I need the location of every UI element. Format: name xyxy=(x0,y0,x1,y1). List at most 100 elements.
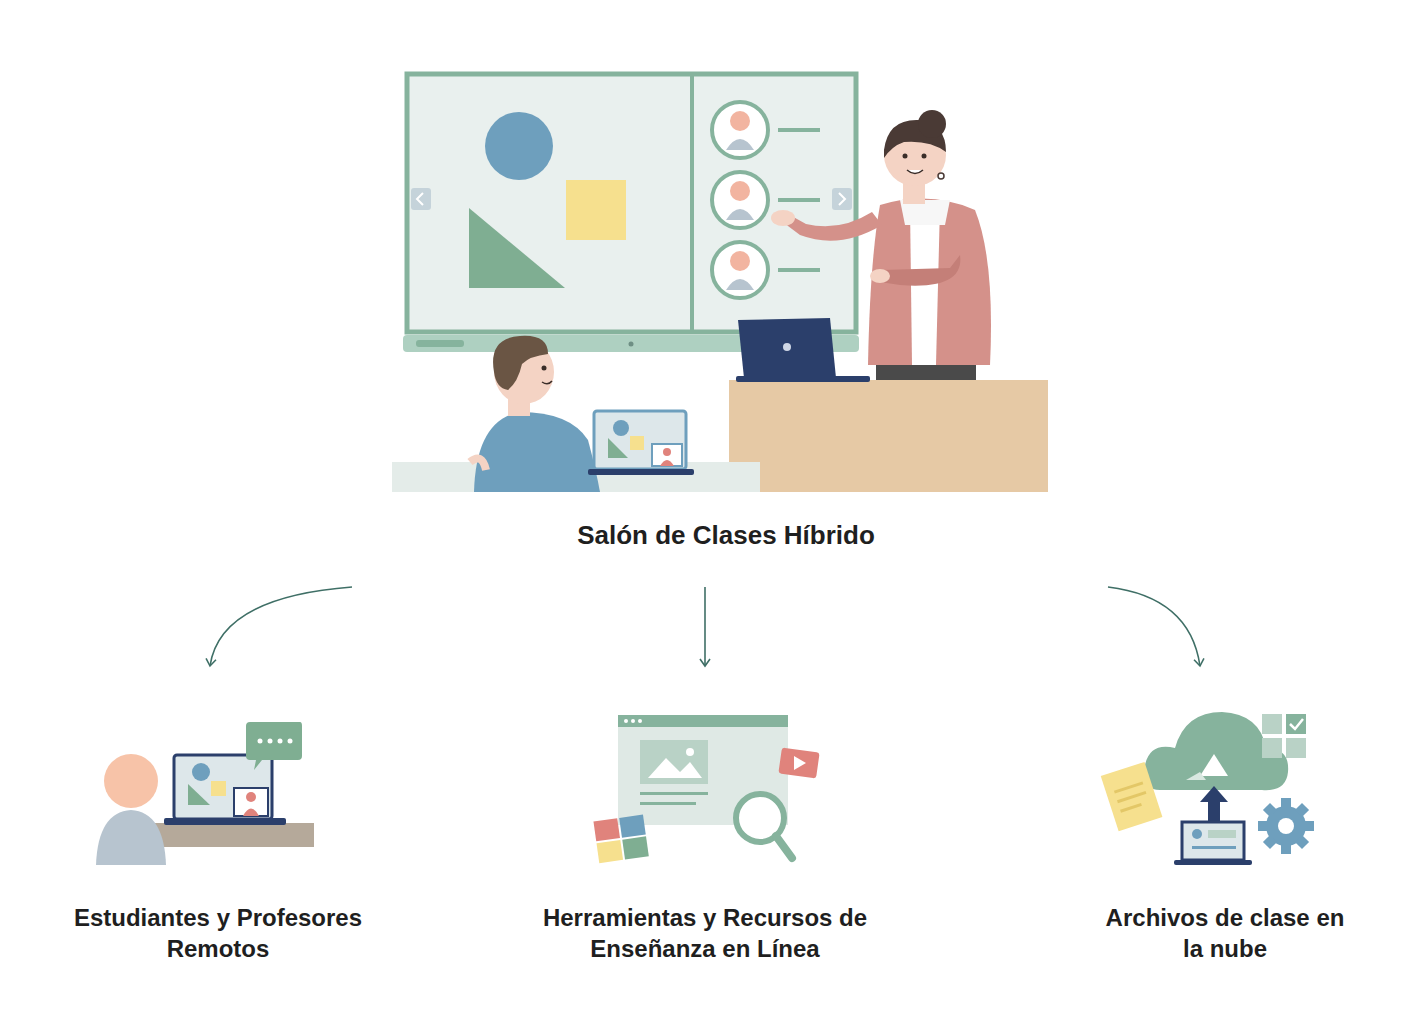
drawing-part xyxy=(778,747,819,778)
drawing-part xyxy=(622,836,649,859)
smart-board xyxy=(403,74,859,352)
drawing-part xyxy=(1286,738,1306,758)
drawing-part xyxy=(730,181,750,201)
drawing-part xyxy=(918,110,946,138)
drawing-part xyxy=(96,810,166,865)
drawing-part xyxy=(246,722,302,770)
drawing-part xyxy=(778,128,820,132)
drawing-part xyxy=(832,188,852,210)
node-label: Herramientas y Recursos de Enseñanza en … xyxy=(520,902,890,964)
drawing-part xyxy=(416,340,464,347)
drawing-part xyxy=(1101,762,1163,831)
drawing-part xyxy=(594,411,686,469)
drawing-part xyxy=(1174,860,1252,865)
drawing-part xyxy=(686,748,694,756)
drawing-part xyxy=(712,102,820,298)
drawing-part xyxy=(608,438,628,458)
drawing-part xyxy=(640,802,696,805)
connector-arrow xyxy=(210,587,352,666)
drawing-part xyxy=(870,269,890,283)
drawing-part xyxy=(469,208,565,288)
online-resources-icon xyxy=(593,715,819,863)
drawing-part xyxy=(1263,803,1277,817)
drawing-part xyxy=(104,754,158,808)
drawing-part xyxy=(618,715,788,727)
drawing-part xyxy=(726,279,754,290)
teacher-desk xyxy=(729,380,1048,492)
drawing-part xyxy=(640,740,708,784)
drawing-part xyxy=(663,448,671,456)
drawing-part xyxy=(903,154,908,159)
drawing-part xyxy=(638,719,642,723)
drawing-part xyxy=(778,198,820,202)
drawing-part xyxy=(726,209,754,220)
drawing-part xyxy=(1258,798,1314,854)
drawing-part xyxy=(1117,791,1146,803)
drawing-part xyxy=(652,444,682,466)
drawing-part xyxy=(268,739,273,744)
drawing-part xyxy=(1281,798,1291,808)
drawing-part xyxy=(738,318,836,378)
drawing-part xyxy=(1262,714,1282,734)
drawing-part xyxy=(1263,835,1277,849)
drawing-part xyxy=(243,809,259,817)
drawing-part xyxy=(640,792,708,795)
drawing-part xyxy=(1278,818,1294,834)
drawing-part xyxy=(1186,772,1206,780)
drawing-part xyxy=(778,268,820,272)
drawing-part xyxy=(1182,822,1244,860)
drawing-part xyxy=(1144,712,1288,790)
hub-node: Salón de Clases Híbrido xyxy=(340,515,1112,587)
branch-node: Herramientas y Recursos de Enseñanza en … xyxy=(520,668,890,964)
drawing-part xyxy=(288,739,293,744)
drawing-part xyxy=(597,840,624,863)
drawing-part xyxy=(631,719,635,723)
drawing-part xyxy=(1120,803,1142,813)
drawing-part xyxy=(726,139,754,150)
drawing-part xyxy=(234,788,268,816)
drawing-part xyxy=(593,818,620,841)
drawing-part xyxy=(1192,846,1236,849)
drawing-part xyxy=(192,763,210,781)
drawing-part xyxy=(417,193,423,205)
student-figure xyxy=(392,336,760,492)
drawing-part xyxy=(1290,719,1303,729)
branch-node: Estudiantes y Profesores Remotos xyxy=(70,668,366,964)
drawing-part xyxy=(542,366,547,371)
teacher-laptop xyxy=(736,318,870,382)
drawing-part xyxy=(794,756,806,770)
drawing-part xyxy=(629,342,634,347)
connector-arrow xyxy=(1108,587,1200,666)
drawing-part xyxy=(624,719,628,723)
drawing-part xyxy=(1286,714,1306,734)
drawing-part xyxy=(619,815,646,838)
drawing-part xyxy=(776,836,792,858)
student-laptop xyxy=(588,411,694,475)
drawing-part xyxy=(258,739,263,744)
drawing-part xyxy=(1101,762,1163,831)
remote-user-icon xyxy=(96,722,314,865)
drawing-part xyxy=(150,823,314,847)
drawing-part xyxy=(485,112,553,180)
drawing-part xyxy=(730,251,750,271)
drawing-part xyxy=(1208,800,1220,822)
drawing-part xyxy=(1262,738,1282,758)
drawing-part xyxy=(648,758,702,778)
node-label: Salón de Clases Híbrido xyxy=(516,519,936,553)
drawing-part xyxy=(493,336,548,390)
drawing-part xyxy=(593,815,648,864)
drawing-part xyxy=(771,210,795,226)
drawing-part xyxy=(922,154,927,159)
drawing-part xyxy=(880,255,960,286)
drawing-part xyxy=(164,818,286,825)
drawing-part xyxy=(712,102,768,158)
drawing-part xyxy=(1192,829,1202,839)
drawing-part xyxy=(211,781,226,796)
drawing-part xyxy=(690,74,694,332)
drawing-part xyxy=(246,792,256,802)
drawing-part xyxy=(470,458,486,470)
drawing-part xyxy=(613,420,629,436)
